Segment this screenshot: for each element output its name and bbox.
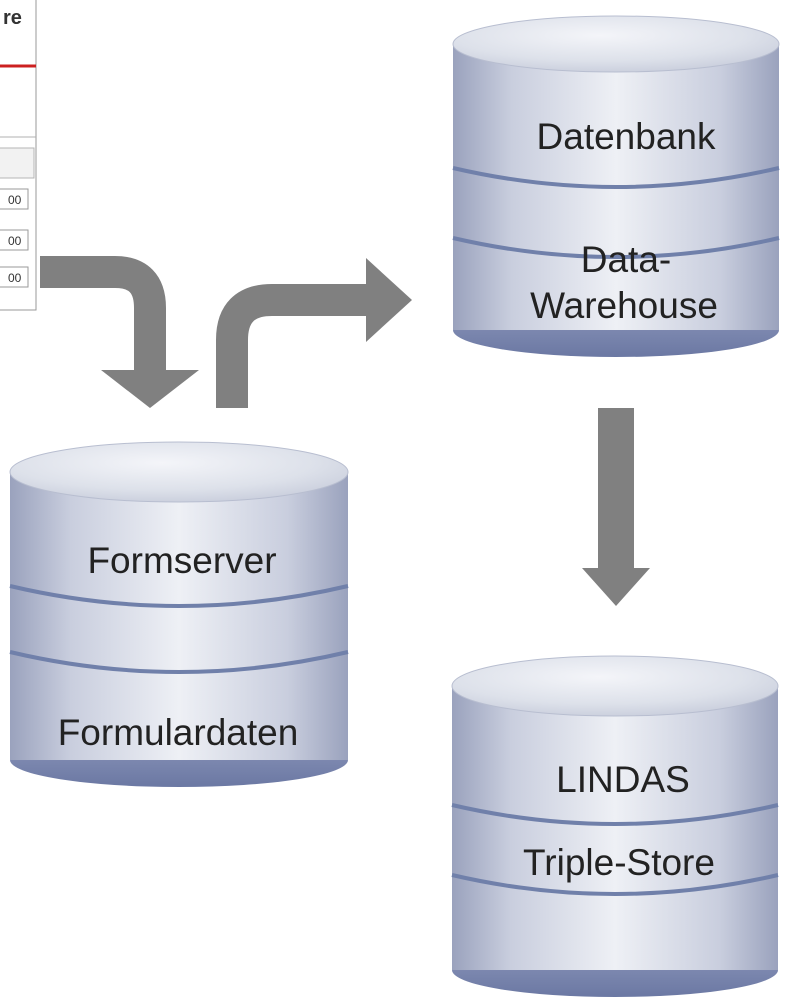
database-datenbank: Datenbank Data- Warehouse [452, 15, 780, 357]
form-field[interactable] [0, 188, 29, 210]
arrow-formserver-to-datenbank [216, 258, 412, 408]
form-field-value: 00 [8, 234, 22, 248]
database-label: LINDAS [556, 759, 690, 800]
database-label: Triple-Store [523, 842, 715, 883]
arrow-datenbank-to-lindas [582, 408, 650, 606]
form-field[interactable] [0, 266, 29, 288]
database-lindas: LINDAS Triple-Store [451, 655, 779, 997]
database-label: Data- [581, 239, 671, 280]
form-field-value: 00 [8, 193, 22, 207]
arrow-form-to-formserver [40, 256, 199, 408]
form-field-value: 00 [8, 271, 22, 285]
form-column-header [0, 147, 35, 179]
database-label: Datenbank [537, 116, 716, 157]
database-label: Warehouse [530, 285, 718, 326]
form-snippet: re 00 00 00 [0, 0, 37, 311]
database-label: Formulardaten [58, 712, 299, 753]
database-label: Formserver [87, 540, 276, 581]
form-field[interactable] [0, 229, 29, 251]
form-header-text: re [3, 7, 22, 29]
database-formserver: Formserver Formulardaten [9, 441, 349, 787]
